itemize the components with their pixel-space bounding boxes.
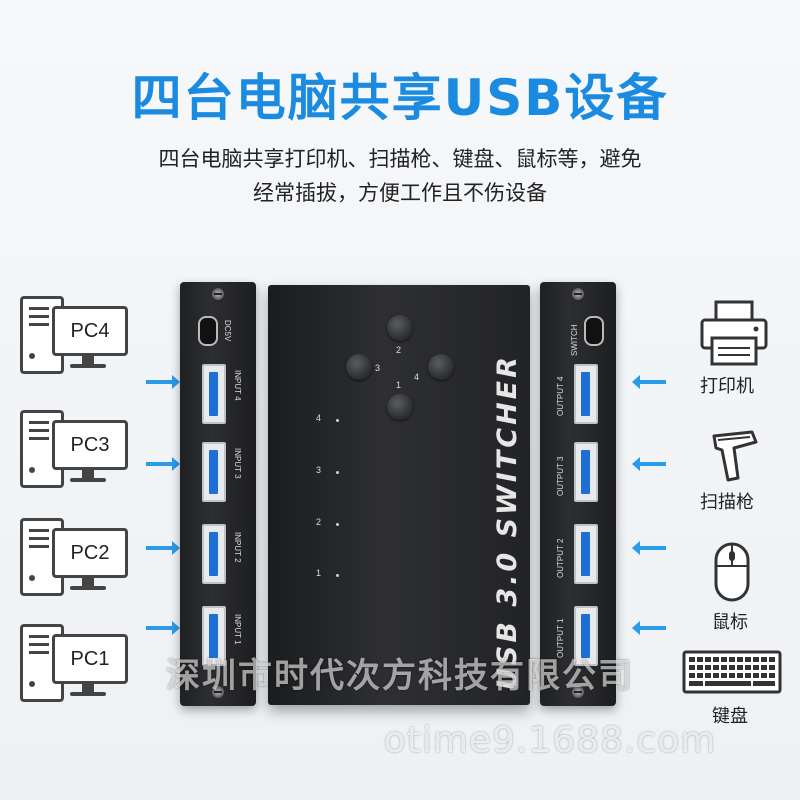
- switch-label: SWITCH: [570, 324, 579, 356]
- usb-port-input-1[interactable]: [202, 606, 226, 666]
- port-label: INPUT 4: [233, 370, 242, 401]
- device-label-keyboard: 键盘: [712, 706, 748, 727]
- switch-port[interactable]: [584, 316, 604, 346]
- site-watermark: otime9.1688.com: [383, 720, 717, 761]
- screw-icon: [572, 288, 584, 300]
- led-indicator-3: [336, 471, 339, 474]
- usb-port-input-2[interactable]: [202, 524, 226, 584]
- usb-port-input-3[interactable]: [202, 442, 226, 502]
- usb-port-output-4[interactable]: [574, 364, 598, 424]
- dc-power-port[interactable]: [198, 316, 218, 346]
- screw-icon: [572, 686, 584, 698]
- scanner-icon: [712, 430, 758, 482]
- button-number: 2: [396, 345, 402, 355]
- arrow-right-icon: [146, 621, 180, 635]
- input-panel: DC5V INPUT 4 INPUT 3 INPUT 2 INPUT 1: [180, 282, 256, 706]
- device-label-printer: 打印机: [700, 376, 754, 397]
- switch-button-3[interactable]: [346, 354, 372, 380]
- switcher-main-unit: 2 3 4 1 4 3 2 1: [268, 285, 530, 705]
- led-indicator-1: [336, 574, 339, 577]
- brand-text: USB 3.0 SWITCHER: [492, 354, 523, 690]
- arrow-right-icon: [146, 375, 180, 389]
- usb-port-output-2[interactable]: [574, 524, 598, 584]
- button-number: 3: [375, 363, 381, 373]
- led-indicator-4: [336, 419, 339, 422]
- switch-button-1[interactable]: [387, 394, 413, 420]
- mouse-icon: [714, 542, 750, 602]
- page-subtitle: 四台电脑共享打印机、扫描枪、键盘、鼠标等，避免 经常插拔，方便工作且不伤设备: [110, 142, 690, 210]
- subtitle-line-1: 四台电脑共享打印机、扫描枪、键盘、鼠标等，避免: [158, 147, 642, 171]
- led-indicator-2: [336, 523, 339, 526]
- screw-icon: [212, 288, 224, 300]
- port-label: OUTPUT 4: [556, 376, 565, 416]
- port-label: OUTPUT 2: [556, 538, 565, 578]
- usb-port-input-4[interactable]: [202, 364, 226, 424]
- led-number: 2: [316, 517, 322, 527]
- screw-icon: [212, 686, 224, 698]
- arrow-left-icon: [632, 541, 666, 555]
- port-label: INPUT 2: [233, 532, 242, 563]
- led-number: 3: [316, 465, 322, 475]
- keyboard-icon: [682, 650, 782, 694]
- company-watermark: 深圳市时代次方科技有限公司: [166, 656, 634, 696]
- pc-label: PC3: [52, 420, 128, 470]
- usb-port-output-1[interactable]: [574, 606, 598, 666]
- pc-1: PC1: [20, 624, 130, 704]
- pc-label: PC1: [52, 634, 128, 684]
- arrow-left-icon: [632, 457, 666, 471]
- printer-icon: [700, 300, 768, 366]
- page-title: 四台电脑共享USB设备: [131, 69, 669, 127]
- arrow-left-icon: [632, 375, 666, 389]
- led-number: 1: [316, 568, 322, 578]
- pc-label: PC4: [52, 306, 128, 356]
- output-panel: SWITCH OUTPUT 4 OUTPUT 3 OUTPUT 2 OUTPUT…: [540, 282, 616, 706]
- port-label: OUTPUT 3: [556, 456, 565, 496]
- pc-2: PC2: [20, 518, 130, 598]
- pc-label: PC2: [52, 528, 128, 578]
- led-number: 4: [316, 413, 322, 423]
- dc-label: DC5V: [223, 320, 232, 342]
- pc-4: PC4: [20, 296, 130, 376]
- switch-button-4[interactable]: [428, 354, 454, 380]
- button-number: 4: [414, 372, 420, 382]
- arrow-left-icon: [632, 621, 666, 635]
- button-number: 1: [396, 380, 402, 390]
- device-label-mouse: 鼠标: [712, 612, 748, 633]
- switch-button-2[interactable]: [387, 315, 413, 341]
- subtitle-line-2: 经常插拔，方便工作且不伤设备: [253, 181, 547, 205]
- port-label: INPUT 1: [233, 614, 242, 645]
- arrow-right-icon: [146, 457, 180, 471]
- pc-3: PC3: [20, 410, 130, 490]
- usb-port-output-3[interactable]: [574, 442, 598, 502]
- port-label: INPUT 3: [233, 448, 242, 479]
- arrow-right-icon: [146, 541, 180, 555]
- device-label-scanner: 扫描枪: [700, 492, 754, 513]
